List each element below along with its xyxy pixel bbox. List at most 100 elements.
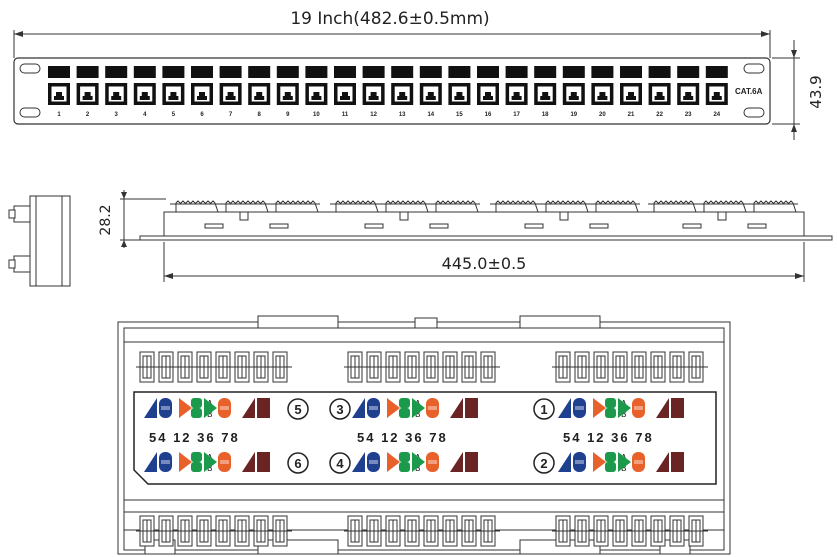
- idc-cluster: [552, 351, 708, 383]
- idc-module-profile: [648, 200, 798, 213]
- pair-number-row: 54 12 36 78: [563, 430, 654, 445]
- rj45-port: [448, 83, 471, 105]
- wire-color-group: AB: [352, 398, 478, 419]
- profile-slot: [429, 223, 449, 229]
- idc-cluster: [344, 515, 500, 547]
- rj45-port: [105, 83, 128, 105]
- rj45-port: [505, 83, 528, 105]
- label-window: [391, 66, 414, 78]
- idc-cluster: [552, 515, 708, 547]
- mount-slot-bottom-right: [743, 107, 765, 118]
- port-number: 1: [57, 112, 61, 118]
- rj45-port: [76, 83, 99, 105]
- port-number: 3: [115, 112, 119, 118]
- rj45-port: [591, 83, 614, 105]
- port-number: 19: [570, 112, 577, 118]
- height-label: 43.9: [807, 75, 825, 108]
- label-window: [705, 66, 728, 78]
- label-window: [448, 66, 471, 78]
- port-number: 18: [542, 112, 549, 118]
- rj45-port: [162, 83, 185, 105]
- profile-slot: [589, 223, 609, 229]
- port-number: 23: [685, 112, 692, 118]
- rj45-port: [705, 83, 728, 105]
- rj45-port: [648, 83, 671, 105]
- profile-notch: [717, 211, 727, 221]
- port-marker: 6: [287, 452, 309, 474]
- rj45-port: [219, 83, 242, 105]
- port-number: 13: [399, 112, 406, 118]
- port-marker-number: 6: [294, 456, 301, 471]
- label-window: [505, 66, 528, 78]
- idc-module-profile: [170, 200, 320, 213]
- port-marker: 2: [533, 452, 555, 474]
- idc-module-profile: [490, 200, 640, 213]
- port-number: 20: [599, 112, 606, 118]
- label-window: [48, 66, 70, 78]
- rj45-port: [191, 83, 213, 105]
- port-number: 22: [656, 112, 663, 118]
- profile-notch: [399, 211, 409, 221]
- rj45-port: [534, 83, 557, 105]
- rj45-port: [362, 83, 385, 105]
- port-number: 2: [86, 112, 90, 118]
- label-window: [534, 66, 557, 78]
- rj45-port: [133, 83, 156, 105]
- wire-color-group: AB: [558, 398, 684, 419]
- rj45-port: [620, 83, 642, 105]
- pair-b-label: B: [415, 410, 421, 419]
- category-label: CAT.6A: [735, 87, 763, 96]
- width-label: 19 Inch(482.6±0.5mm): [290, 9, 489, 29]
- rj45-port: [276, 83, 299, 105]
- inner-width-label: 445.0±0.5: [442, 254, 527, 273]
- label-window: [133, 66, 156, 78]
- port-marker-number: 3: [336, 402, 343, 417]
- label-window: [477, 66, 499, 78]
- wire-color-group: AB: [558, 452, 684, 473]
- idc-cluster: [136, 351, 292, 383]
- profile-slot: [747, 223, 767, 229]
- label-window: [620, 66, 642, 78]
- profile-view: [139, 200, 833, 241]
- label-window: [591, 66, 614, 78]
- mount-slot-bottom-left: [19, 107, 41, 118]
- label-window: [191, 66, 213, 78]
- wiring-block: ABAB5654 12 36 78ABAB3454 12 36 78ABAB12…: [117, 315, 731, 555]
- profile-slot: [269, 223, 289, 229]
- port-number: 12: [370, 112, 377, 118]
- rj45-port: [562, 83, 585, 105]
- port-marker: 5: [287, 398, 309, 420]
- label-window: [105, 66, 128, 78]
- label-window: [419, 66, 442, 78]
- idc-cluster: [344, 351, 500, 383]
- pair-number-row: 54 12 36 78: [149, 430, 240, 445]
- port-number: 7: [229, 112, 233, 118]
- mount-slot-top-right: [743, 63, 765, 74]
- port-number: 4: [143, 112, 147, 118]
- label-window: [648, 66, 671, 78]
- label-window: [276, 66, 299, 78]
- port-number: 10: [313, 112, 320, 118]
- rj45-port: [419, 83, 442, 105]
- label-window: [677, 66, 700, 78]
- label-window: [76, 66, 99, 78]
- label-window: [562, 66, 585, 78]
- port-marker-number: 2: [540, 456, 547, 471]
- port-number: 17: [513, 112, 520, 118]
- profile-notch: [239, 211, 249, 221]
- side-view: [8, 195, 71, 287]
- profile-slot: [364, 223, 384, 229]
- port-marker-number: 4: [336, 456, 344, 471]
- wire-color-group: AB: [144, 398, 270, 419]
- wire-color-group: AB: [352, 452, 478, 473]
- profile-slot: [204, 223, 224, 229]
- profile-notch: [559, 211, 569, 221]
- port-number: 9: [286, 112, 290, 118]
- rj45-port: [677, 83, 700, 105]
- pair-b-label: B: [415, 464, 421, 473]
- label-window: [219, 66, 242, 78]
- port-number: 16: [485, 112, 492, 118]
- rj45-port: [305, 83, 328, 105]
